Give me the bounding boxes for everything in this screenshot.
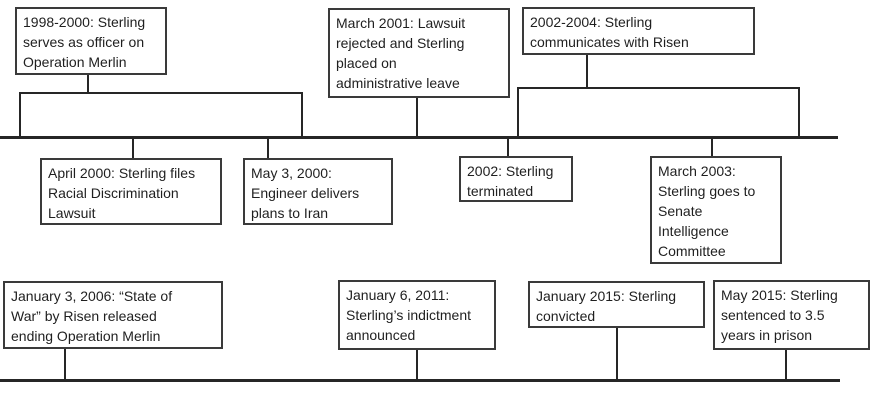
bracket-top-1998-2000-horizontal: [19, 92, 303, 94]
event-box-may-3-2000: May 3, 2000: Engineer delivers plans to …: [243, 158, 393, 225]
event-box-january-6-2011: January 6, 2011: Sterling’s indictment a…: [338, 280, 496, 350]
bracket-top-2002-2004-left: [517, 87, 519, 137]
event-box-2002-2004: 2002-2004: Sterling communicates with Ri…: [522, 7, 755, 55]
bracket-top-2002-2004-right: [798, 87, 800, 137]
bracket-top-1998-2000-right: [301, 92, 303, 137]
tick-2002-terminated: [507, 138, 509, 156]
connector-stem-january-3-2006: [64, 349, 66, 380]
connector-stem-1998-2000: [87, 75, 89, 94]
event-box-january-2015: January 2015: Sterling convicted: [528, 281, 705, 328]
event-box-march-2001: March 2001: Lawsuit rejected and Sterlin…: [328, 8, 510, 98]
tick-march-2003: [711, 138, 713, 156]
connector-stem-2002-2004: [586, 55, 588, 88]
event-box-may-2015: May 2015: Sterling sentenced to 3.5 year…: [713, 280, 870, 350]
event-box-january-3-2006: January 3, 2006: “State of War” by Risen…: [3, 281, 223, 349]
event-box-2002-terminated: 2002: Sterling terminated: [459, 156, 573, 202]
timeline-axis-bottom: [0, 379, 840, 382]
connector-stem-may-2015: [785, 350, 787, 380]
bracket-top-2002-2004-horizontal: [517, 87, 800, 89]
event-box-march-2003: March 2003: Sterling goes to Senate Inte…: [650, 156, 782, 264]
tick-april-2000: [132, 138, 134, 158]
connector-stem-march-2001: [416, 98, 418, 137]
connector-stem-january-2015: [616, 328, 618, 380]
event-box-1998-2000: 1998-2000: Sterling serves as officer on…: [15, 7, 167, 75]
event-box-april-2000: April 2000: Sterling files Racial Discri…: [40, 158, 222, 225]
tick-may-3-2000: [267, 138, 269, 158]
timeline-axis-top: [0, 136, 838, 139]
connector-stem-january-6-2011: [416, 350, 418, 380]
bracket-top-1998-2000-left: [19, 92, 21, 137]
